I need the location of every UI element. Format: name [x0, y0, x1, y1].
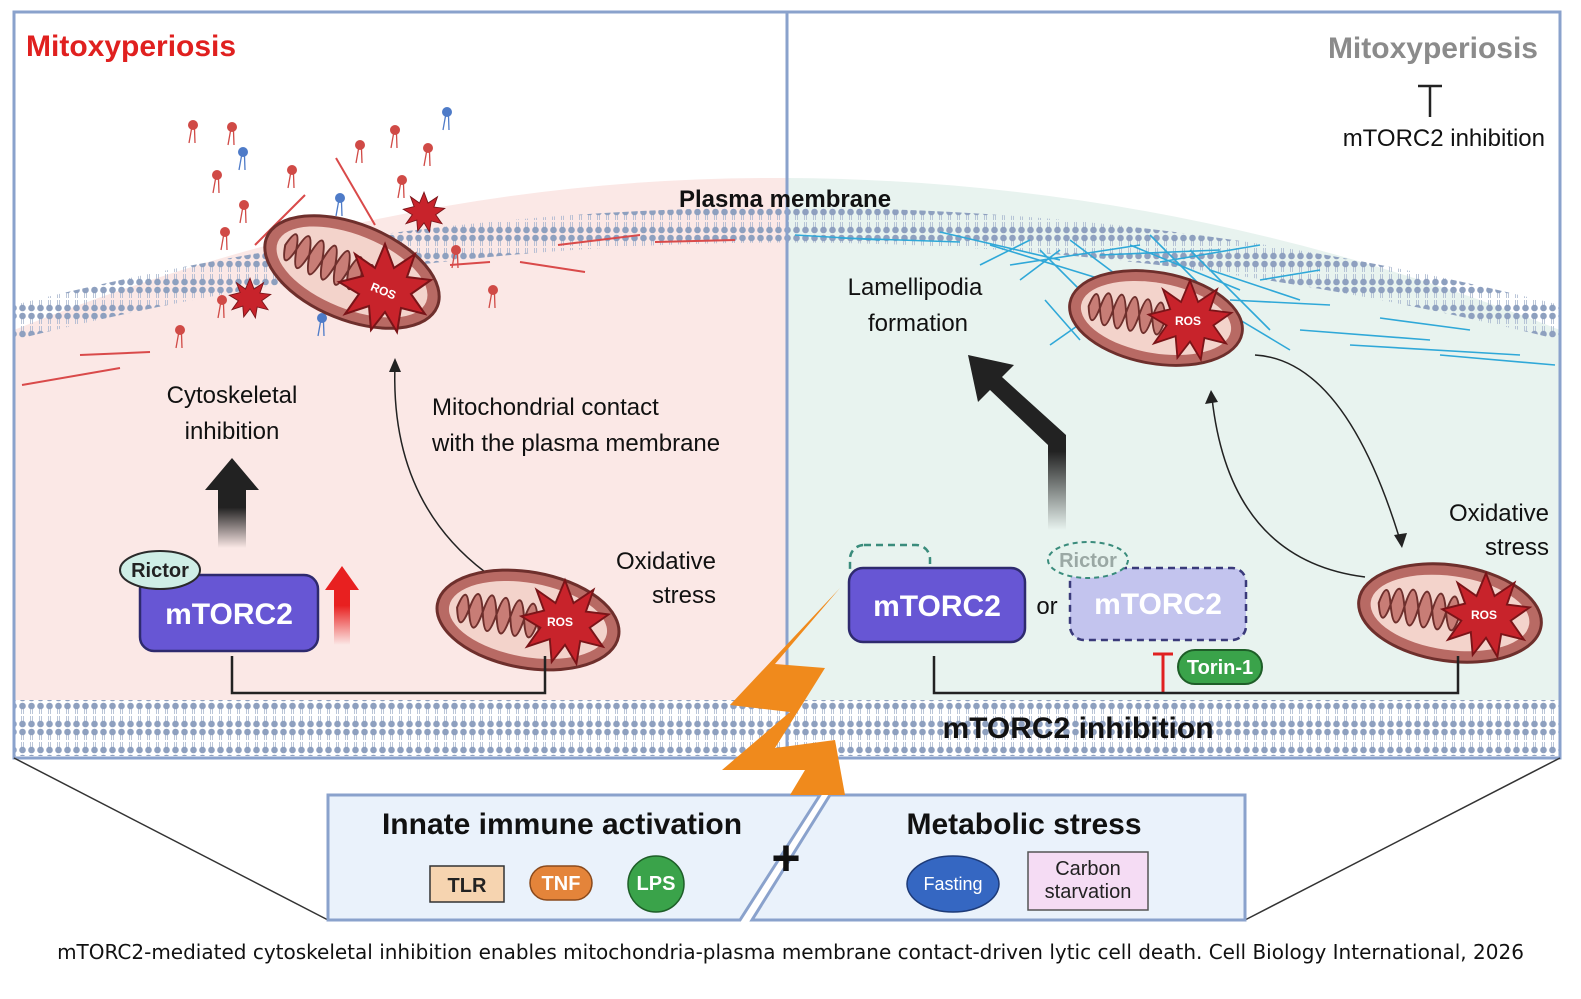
ros-label-right-top: ROS: [1175, 314, 1201, 328]
contact-label-line1: Mitochondrial contact: [432, 394, 659, 421]
contact-label-line2: with the plasma membrane: [431, 430, 720, 457]
ros-label-right-bottom: ROS: [1471, 608, 1497, 622]
tlr-label: TLR: [448, 875, 487, 897]
lamellipodia-arrow: [968, 355, 1066, 530]
right-panel-title: Mitoxyperiosis: [1328, 32, 1538, 65]
tlr-badge: [429, 865, 505, 903]
right-bracket: [932, 656, 1460, 695]
plus-sign: +: [771, 830, 800, 886]
ros-label-bottom: ROS: [547, 615, 573, 629]
rictor-label: Rictor: [131, 560, 189, 582]
contact-arrow: [394, 364, 486, 573]
right-mtorc2-box: [847, 566, 1027, 644]
lps-label: LPS: [637, 873, 676, 895]
right-mtorc2-label: mTORC2: [873, 590, 1001, 623]
fasting-label: Fasting: [923, 874, 982, 894]
lamellipodia-line1: Lamellipodia: [848, 274, 983, 301]
lightning-bolt-icon: [722, 588, 845, 795]
left-bracket: [230, 656, 547, 695]
torin-badge: [1177, 649, 1263, 685]
fasting-badge: [906, 855, 1000, 913]
missing-rictor-outline: [848, 543, 932, 585]
left-panel-title: Mitoxyperiosis: [26, 30, 236, 63]
lps-badge: [627, 855, 685, 913]
inactive-mtorc2-box: [1068, 566, 1248, 642]
tnf-badge: [529, 865, 593, 901]
inactive-rictor-badge: [1047, 541, 1129, 579]
tnf-label: TNF: [542, 873, 581, 895]
carbon-line1: Carbon: [1055, 858, 1121, 880]
up-arrow-black: [205, 458, 259, 548]
cytoskeletal-label-line1: Cytoskeletal: [167, 382, 298, 409]
lamellipodia-line2: formation: [868, 310, 968, 337]
inactive-rictor-label: Rictor: [1059, 550, 1117, 572]
cytoskeletal-label-line2: inhibition: [185, 418, 280, 445]
mtorc2-box: [138, 573, 320, 653]
right-curved-arrow: [1211, 397, 1366, 578]
bottom-inhibition-label: mTORC2 inhibition: [942, 712, 1213, 745]
metabolic-title: Metabolic stress: [906, 808, 1141, 841]
left-oxidative-line1: Oxidative: [616, 548, 716, 575]
torin-label: Torin-1: [1187, 657, 1253, 679]
left-oxidative-line2: stress: [652, 582, 716, 609]
plasma-membrane-curve: [14, 207, 1560, 340]
mtorc2-label: mTORC2: [165, 598, 293, 631]
carbon-badge: [1027, 851, 1149, 911]
right-oxidative-line1: Oxidative: [1449, 500, 1549, 527]
rictor-badge: [119, 550, 201, 590]
right-inhibition-note: mTORC2 inhibition: [1343, 125, 1545, 152]
plasma-membrane-label: Plasma membrane: [679, 186, 891, 213]
carbon-line2: starvation: [1045, 881, 1132, 903]
up-arrow-red: [325, 566, 359, 645]
right-oxidative-line2: stress: [1485, 534, 1549, 561]
innate-title: Innate immune activation: [382, 808, 742, 841]
broken-actin: [21, 157, 736, 386]
figure-caption: mTORC2-mediated cytoskeletal inhibition …: [57, 940, 1524, 964]
or-label: or: [1036, 593, 1057, 620]
inactive-mtorc2-label: mTORC2: [1094, 588, 1222, 621]
